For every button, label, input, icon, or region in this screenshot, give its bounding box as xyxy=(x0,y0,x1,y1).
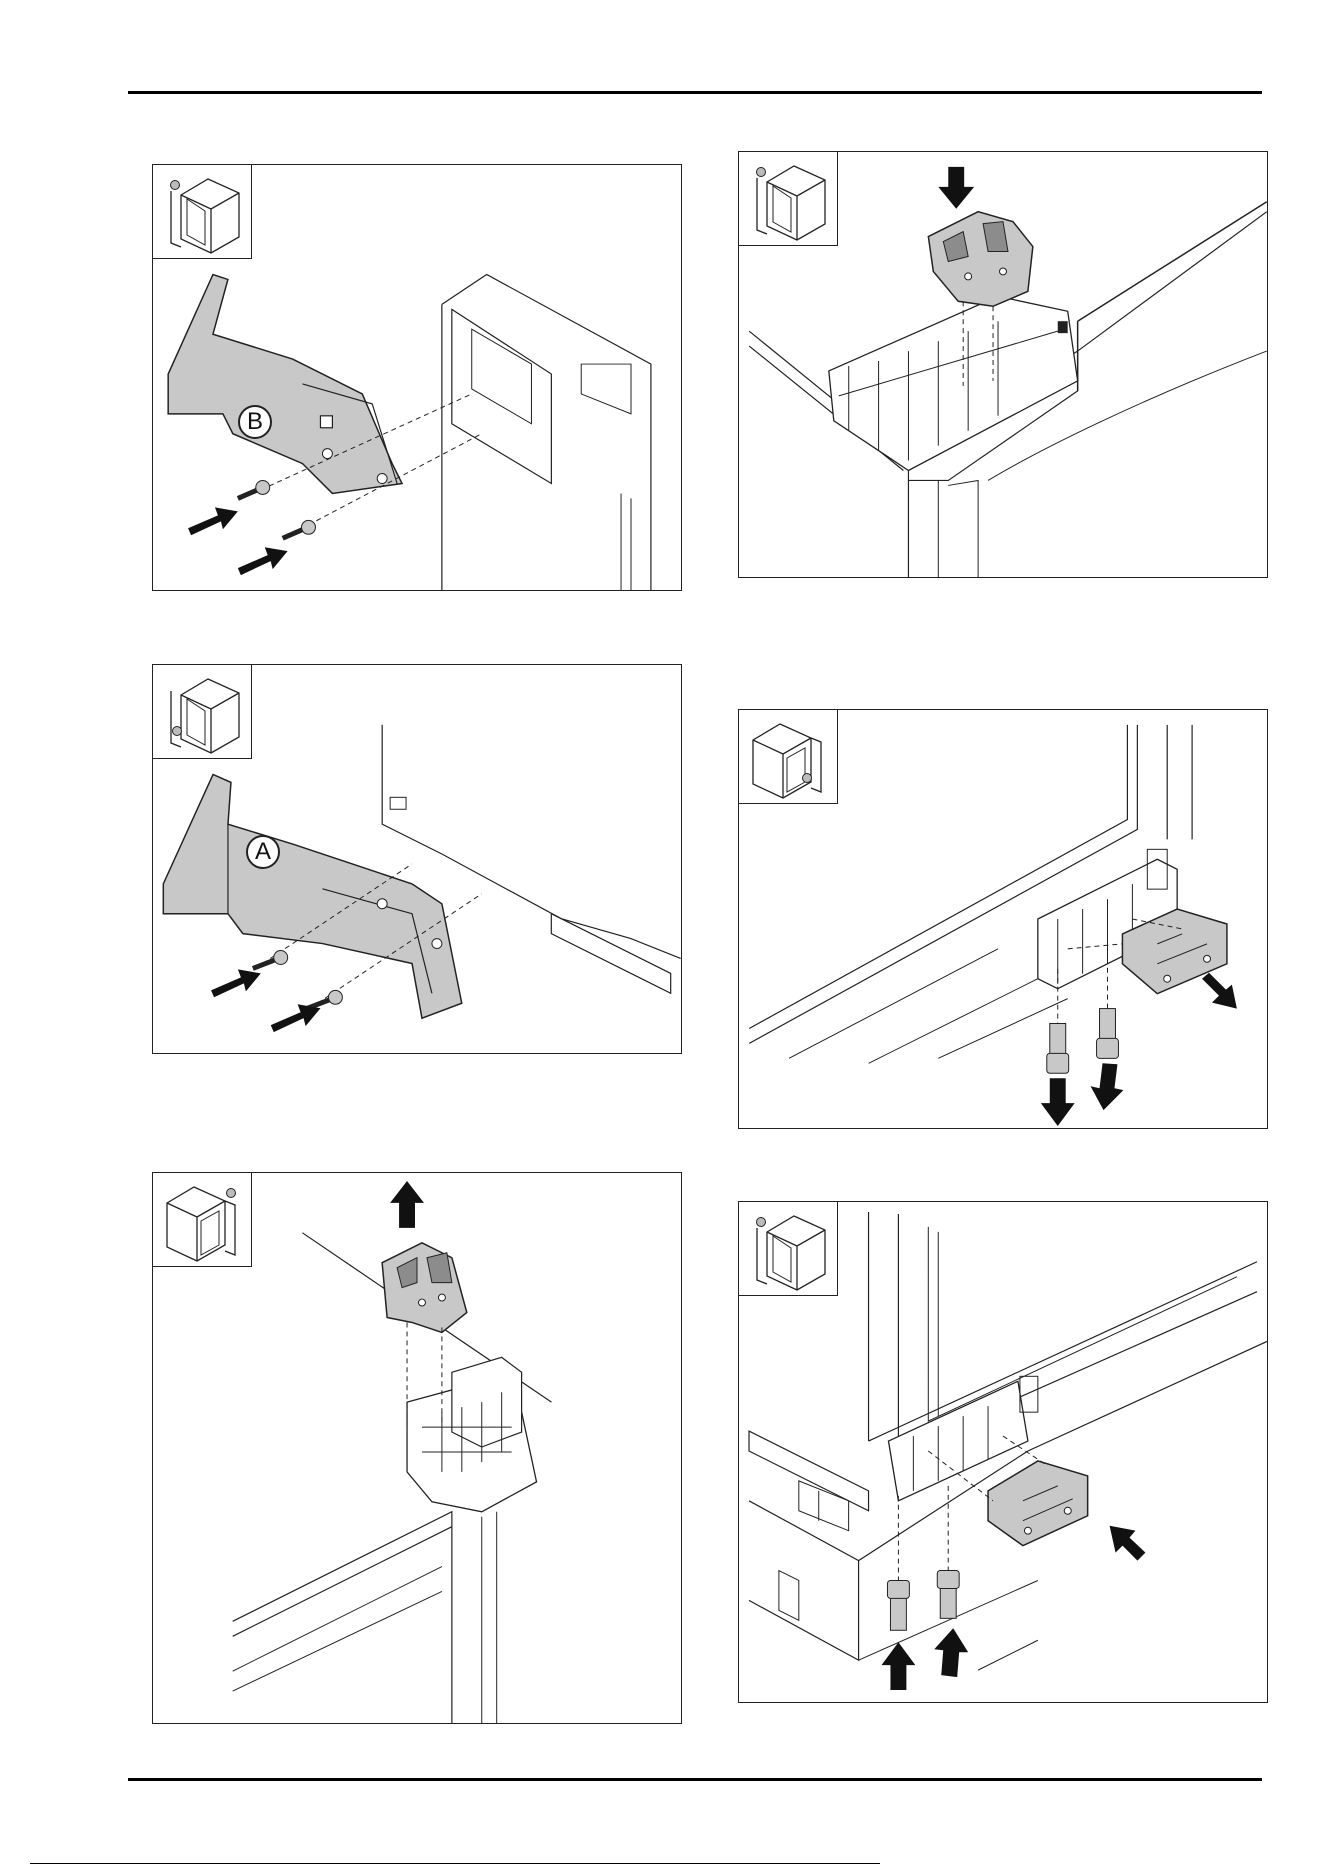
figure-5-panel xyxy=(738,709,1268,1129)
part-label-b: B xyxy=(238,405,272,439)
figure-4-panel xyxy=(738,151,1268,578)
footer-hairline xyxy=(30,1863,880,1864)
figure-1-panel: B xyxy=(152,164,682,591)
part-label-a: A xyxy=(246,835,280,869)
figure-2-panel: A xyxy=(152,664,682,1054)
figure-3-panel xyxy=(152,1172,682,1724)
figure-6-panel xyxy=(738,1201,1268,1703)
header-rule xyxy=(128,91,1262,94)
footer-rule xyxy=(128,1778,1262,1781)
